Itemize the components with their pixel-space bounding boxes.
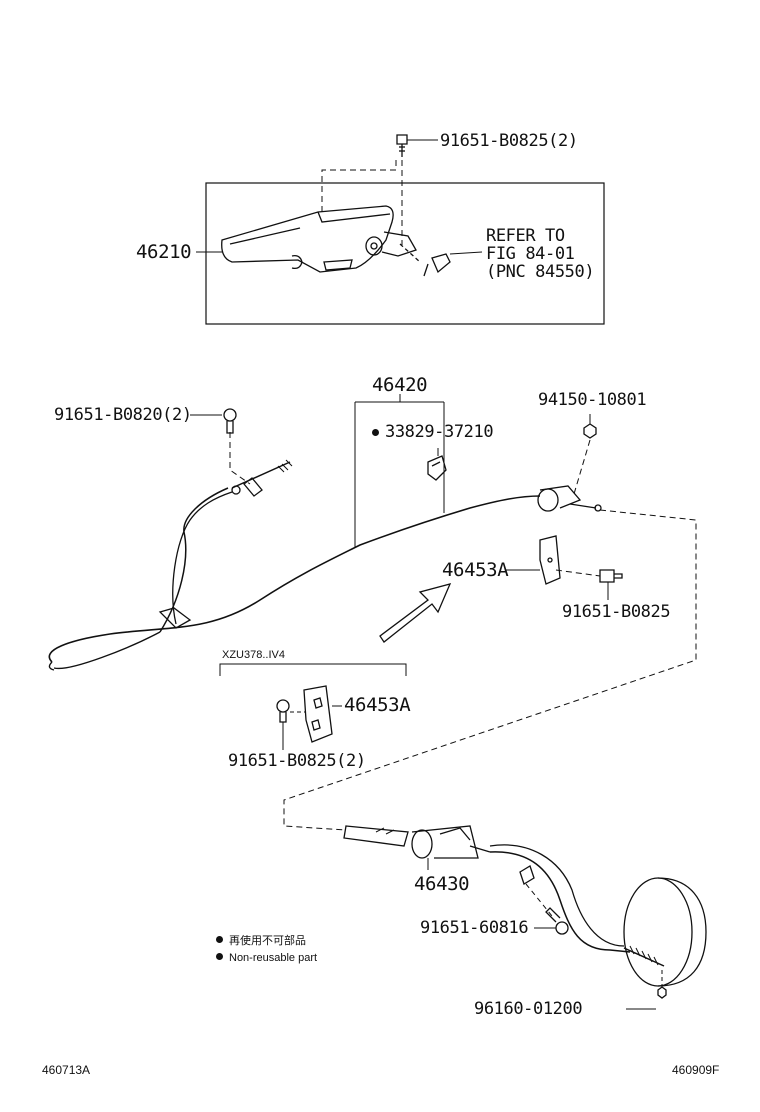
part-bracket-b: 46453A (344, 694, 411, 716)
part-bolt-left: 91651-B0820(2) (54, 405, 192, 425)
part-lever: 46210 (136, 241, 192, 263)
legend-jp: 再使用不可部品 (216, 936, 306, 947)
bracket-upper-icon (539, 535, 561, 585)
bolt-right-icon (599, 569, 623, 583)
rear-cable-line (489, 851, 631, 953)
refer-line-3: (PNC 84550) (486, 262, 595, 282)
nut-icon (583, 423, 597, 439)
parking-lever-icon (221, 205, 451, 277)
bolt-pair-icon (276, 699, 290, 723)
brake-drum-icon (623, 877, 707, 987)
part-cable-rear: 46430 (414, 873, 470, 895)
part-bolt-rear: 91651-60816 (420, 918, 529, 938)
front-cable-line (48, 495, 541, 663)
part-nut: 94150-10801 (538, 390, 647, 410)
direction-arrow-icon (379, 583, 452, 643)
figure-code-right: 460909F (672, 1063, 720, 1077)
part-cable-front: 46420 (372, 374, 428, 396)
cable-clip-icon (427, 455, 447, 481)
legend-dot-icon (216, 953, 223, 960)
variant-label: XZU378..IV4 (222, 649, 285, 661)
legend-en: Non-reusable part (216, 953, 317, 964)
legend-dot-icon (216, 936, 223, 943)
refer-line-2: FIG 84-01 (486, 244, 575, 264)
figure-code-left: 460713A (42, 1063, 91, 1077)
part-nut-rear: 96160-01200 (474, 999, 583, 1019)
bracket-lower-icon (303, 685, 333, 743)
refer-line-1: REFER TO (486, 226, 565, 246)
bolt-left-icon (223, 408, 237, 434)
rear-cable-icon (343, 825, 491, 859)
part-bracket-a: 46453A (442, 559, 509, 581)
part-bolt-top: 91651-B0825(2) (440, 131, 578, 151)
part-clip: 33829-37210 (372, 424, 494, 441)
part-bolt-right: 91651-B0825 (562, 602, 671, 622)
bolt-top-icon (396, 134, 408, 157)
non-reusable-dot-icon (372, 429, 379, 436)
part-bolt-pair: 91651-B0825(2) (228, 751, 366, 771)
front-cable-end-fitting-icon (537, 485, 602, 512)
lever-assembly-frame (205, 182, 605, 325)
